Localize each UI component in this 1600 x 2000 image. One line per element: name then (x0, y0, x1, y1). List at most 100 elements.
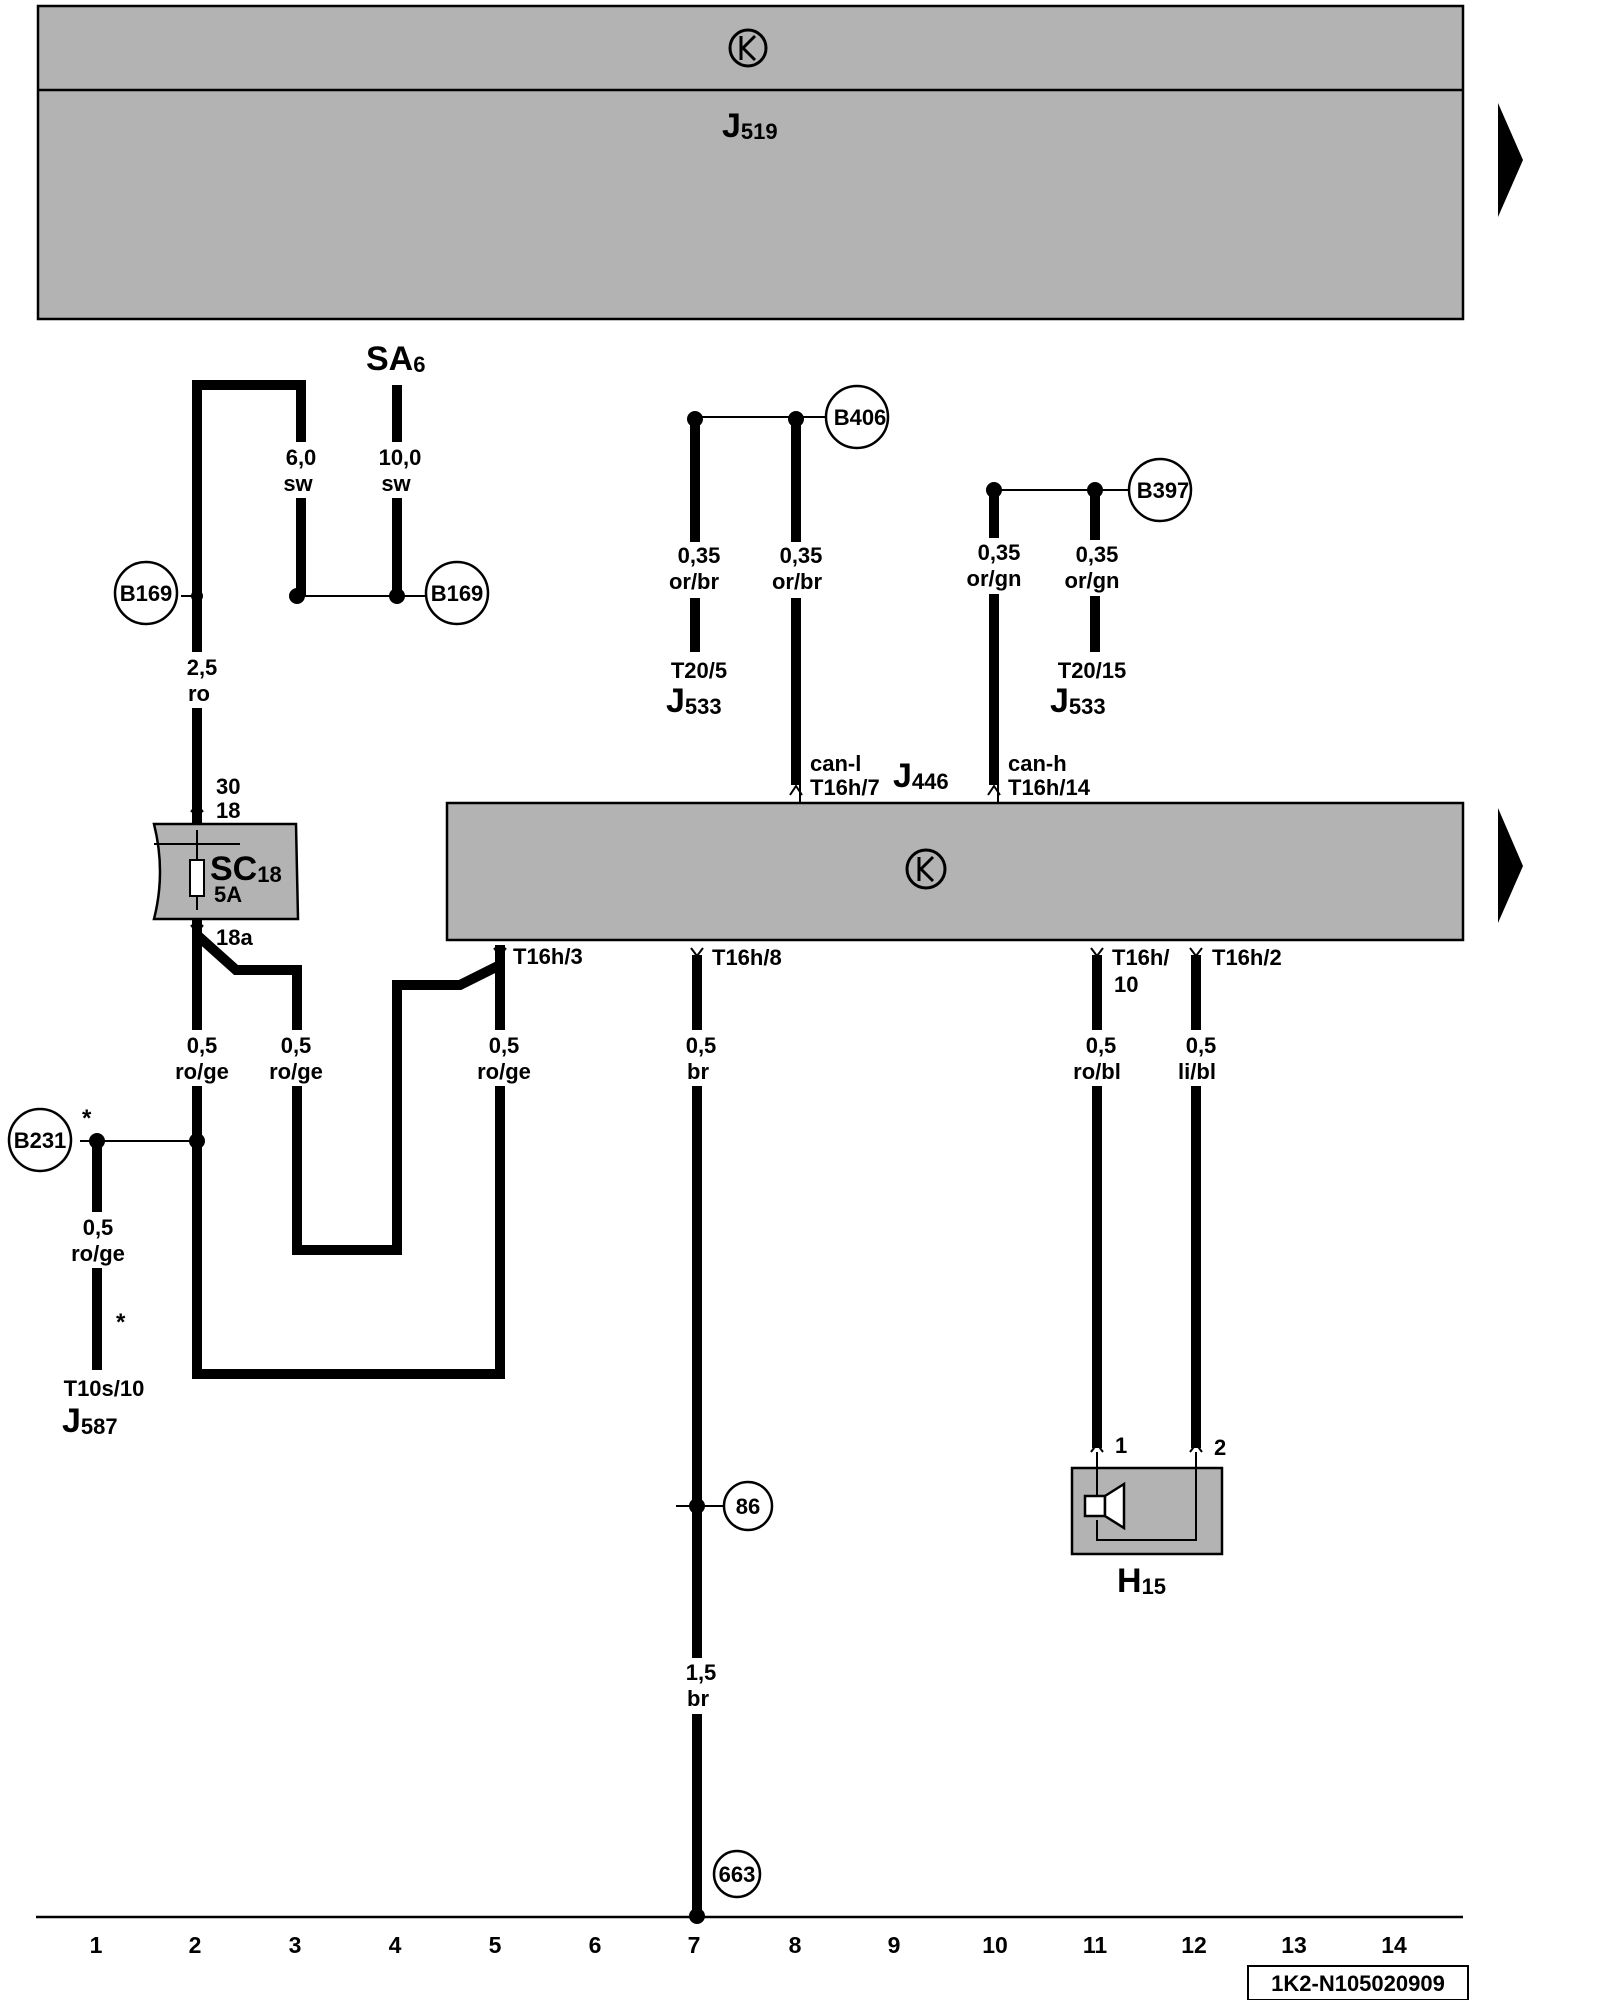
sa6-label: SA6 (366, 340, 425, 378)
pin-label: T16h/7 (810, 775, 880, 800)
wire-color-label: or/br (669, 569, 720, 594)
pin-label: 30 (216, 774, 240, 799)
wire-size-label: 0,5 (187, 1033, 218, 1058)
pin-label: T20/15 (1058, 658, 1127, 683)
speaker-icon (1083, 1481, 1126, 1531)
column-number: 10 (982, 1932, 1008, 1958)
column-numbers: 1 2 3 4 5 6 7 8 9 10 11 12 13 14 (90, 1932, 1407, 1958)
pin-label: T16h/14 (1008, 775, 1091, 800)
svg-text:663: 663 (719, 1862, 756, 1887)
j446-box (445, 801, 1465, 942)
fuse-rating: 5A (214, 882, 242, 907)
column-number: 7 (688, 1932, 701, 1958)
sc18-label: SC18 (210, 850, 282, 888)
horn-h15 (1070, 1452, 1224, 1556)
j519-box (36, 4, 1465, 321)
j533-label: J533 (666, 682, 722, 720)
wire-size-label: 0,35 (780, 543, 823, 568)
wire-size-label: 0,5 (686, 1033, 717, 1058)
pin-label: T16h/3 (513, 944, 583, 969)
svg-text:B169: B169 (431, 581, 484, 606)
wire-size-label: 0,5 (1086, 1033, 1117, 1058)
continuation-arrow-icon (1498, 808, 1523, 923)
wire-size-label: 1,5 (686, 1660, 717, 1685)
ref-b169-left: B169 (113, 560, 179, 626)
j446-unit: J446 (445, 757, 1465, 942)
wire-color-label: li/bl (1178, 1059, 1216, 1084)
column-number: 11 (1083, 1932, 1108, 1958)
can-bus-icon (728, 28, 768, 68)
document-id: 1K2-N105020909 (1247, 1965, 1469, 2000)
wire-color-label: ro (188, 681, 210, 706)
wire-color-label: or/br (772, 569, 823, 594)
pin-label: 2 (1214, 1435, 1226, 1460)
can-bus-icon (905, 848, 947, 890)
pin-label: T16h/2 (1212, 945, 1282, 970)
splice-dots (89, 411, 1103, 1924)
wire-size-label: 2,5 (187, 655, 218, 680)
pin-label: T20/5 (671, 658, 727, 683)
pin-label: 18 (216, 798, 240, 823)
wire-color-label: sw (381, 471, 411, 496)
wire-color-label: ro/ge (175, 1059, 229, 1084)
wire-color-label: br (687, 1059, 709, 1084)
wire-color-label: ro/bl (1073, 1059, 1121, 1084)
ref-b397: B397 (1127, 457, 1193, 523)
column-number: 5 (489, 1932, 502, 1958)
pin-label: 1 (1115, 1433, 1127, 1458)
wire-color-label: or/gn (967, 566, 1022, 591)
ref-b231: B231 (7, 1107, 73, 1173)
svg-text:86: 86 (736, 1494, 760, 1519)
pin-label: 18a (216, 925, 253, 950)
note-star: * (82, 1105, 92, 1132)
wire-color-label: ro/ge (477, 1059, 531, 1084)
wire-size-label: 10,0 (379, 445, 422, 470)
ref-86: 86 (722, 1480, 774, 1532)
j587-label: J587 (62, 1402, 118, 1440)
svg-text:1K2-N105020909: 1K2-N105020909 (1271, 1971, 1445, 1996)
wire-size-label: 0,35 (678, 543, 721, 568)
ref-b406: B406 (824, 384, 890, 450)
column-number: 13 (1281, 1932, 1307, 1958)
wire-size-label: 0,5 (281, 1033, 312, 1058)
svg-text:B231: B231 (14, 1128, 67, 1153)
column-number: 4 (389, 1932, 402, 1958)
wire-color-label: ro/ge (269, 1059, 323, 1084)
column-number: 14 (1381, 1932, 1407, 1958)
wire-labels: 6,0 sw 10,0 sw 2,5 ro 0,5 ro/ge 0,5 ro/g… (71, 442, 1222, 1714)
ref-663: 663 (712, 1849, 762, 1899)
svg-text:B169: B169 (120, 581, 173, 606)
wires (92, 380, 1201, 1918)
j519-label: J519 (722, 107, 778, 145)
h15-label: H15 (1117, 1562, 1166, 1600)
column-number: 6 (589, 1932, 602, 1958)
column-number: 8 (789, 1932, 802, 1958)
pin-label: T10s/10 (64, 1376, 145, 1401)
wire-color-label: or/gn (1065, 568, 1120, 593)
svg-text:B406: B406 (834, 405, 887, 430)
j519-unit: J519 (36, 4, 1465, 321)
pin-label: 10 (1114, 972, 1138, 997)
connector-arrows (190, 784, 1203, 1453)
wire-col3-col4 (193, 931, 505, 1255)
pin-label: T16h/8 (712, 945, 782, 970)
svg-text:B397: B397 (1137, 478, 1190, 503)
wire-size-label: 0,35 (1076, 542, 1119, 567)
wire-color-label: br (687, 1686, 709, 1711)
fuse-sc18: SC18 5A (152, 822, 300, 921)
wire-size-label: 6,0 (286, 445, 317, 470)
pin-label: T16h/ (1112, 945, 1169, 970)
wire-size-label: 0,35 (978, 540, 1021, 565)
wire-color-label: sw (283, 471, 313, 496)
fuse-icon (189, 859, 205, 897)
j533-label: J533 (1050, 682, 1106, 720)
wire-size-label: 0,5 (489, 1033, 520, 1058)
wire-size-label: 0,5 (83, 1215, 114, 1240)
column-number: 2 (189, 1932, 202, 1958)
column-number: 12 (1181, 1932, 1207, 1958)
column-number: 3 (289, 1932, 302, 1958)
pin-label: can-h (1008, 751, 1067, 776)
column-number: 9 (888, 1932, 901, 1958)
